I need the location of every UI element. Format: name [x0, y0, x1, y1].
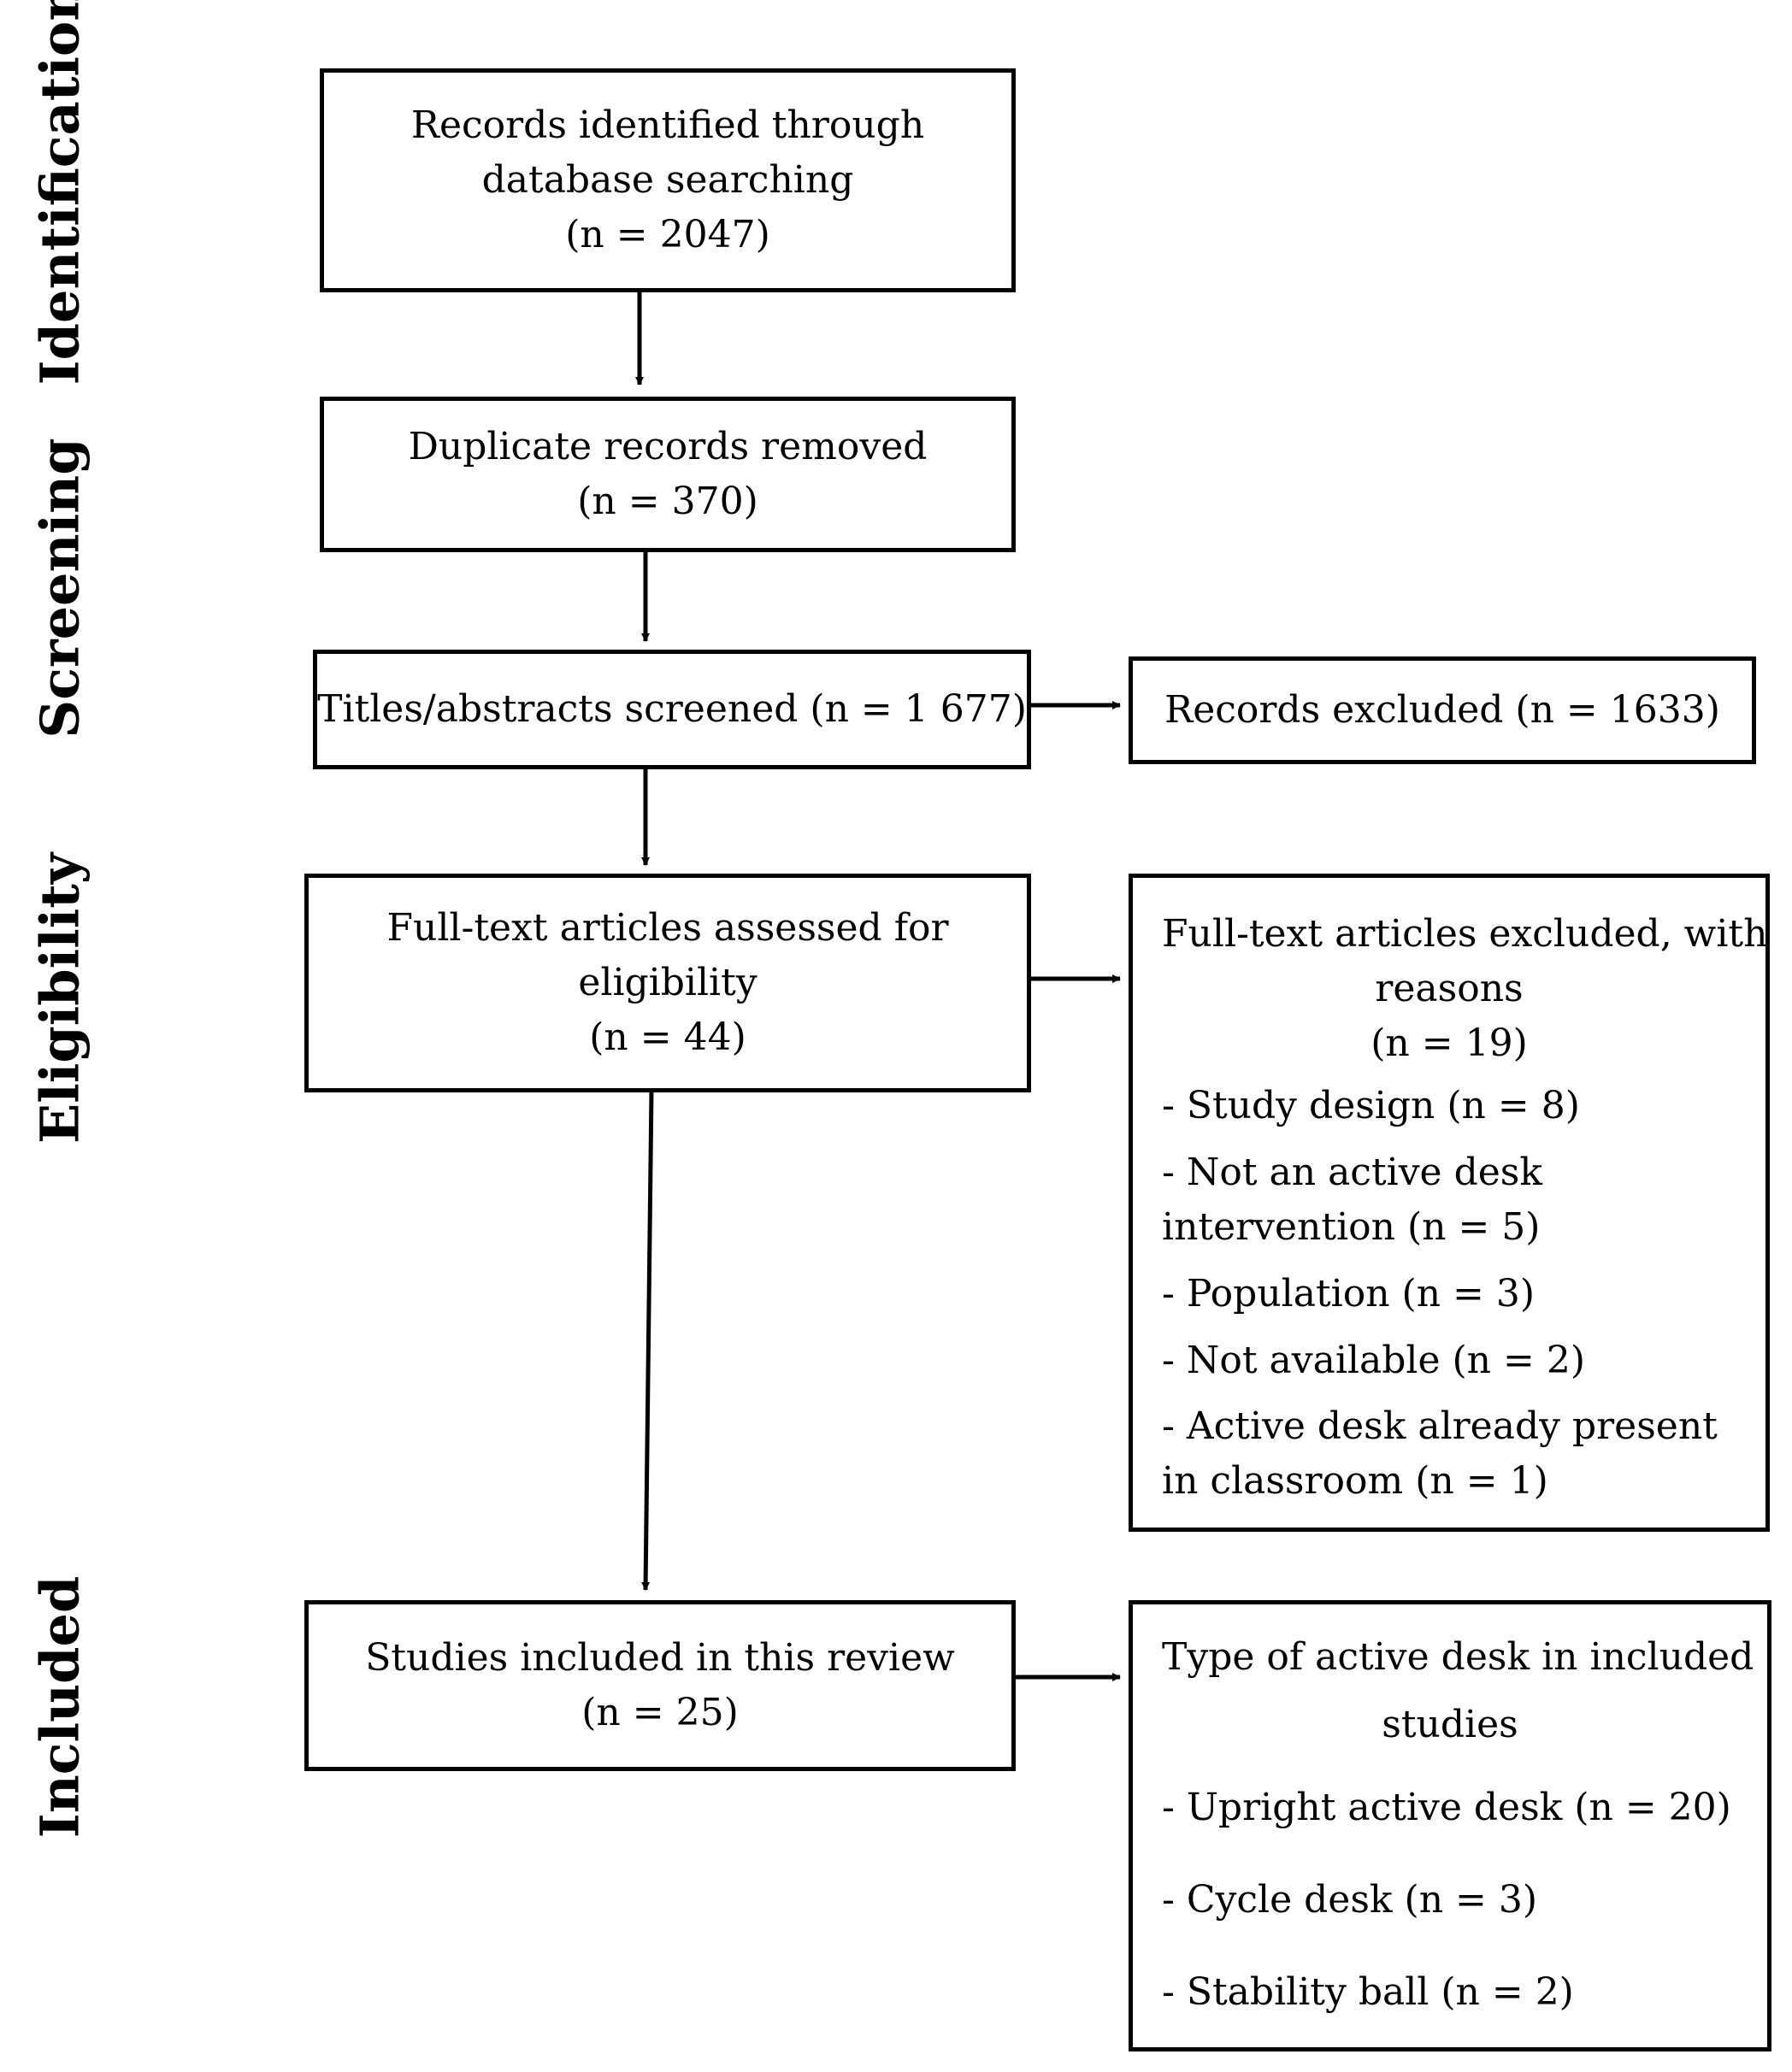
exclusion-reason: - Not an active desk intervention (n = 5… — [1162, 1151, 1543, 1249]
arrow-fulltext-to-included — [641, 1089, 654, 1591]
fulltext-excluded-box: Full-text articles excluded, with reason… — [1129, 874, 1770, 1532]
fulltext-excluded-line2: reasons — [1375, 966, 1524, 1010]
records-identified-count: (n = 2047) — [565, 212, 770, 256]
fulltext-assessed-count: (n = 44) — [589, 1015, 746, 1059]
studies-included-count: (n = 25) — [581, 1691, 739, 1734]
desk-type-item: - Upright active desk (n = 20) — [1162, 1786, 1731, 1830]
fulltext-assessed-box: Full-text articles assessed for eligibil… — [304, 874, 1031, 1092]
desk-types-box: Type of active desk in included studies … — [1129, 1600, 1771, 2051]
records-identified-line1: Records identified through — [410, 103, 925, 148]
exclusion-reason: - Study design (n = 8) — [1162, 1084, 1580, 1128]
records-identified-box: Records identified through database sear… — [320, 68, 1016, 292]
studies-included-line1: Studies included in this review — [365, 1636, 955, 1681]
duplicates-removed-box: Duplicate records removed (n = 370) — [320, 397, 1016, 552]
desk-types-line1: Type of active desk in included — [1162, 1635, 1754, 1679]
records-identified-line2: database searching — [481, 158, 854, 203]
studies-included-box: Studies included in this review (n = 25) — [304, 1600, 1016, 1771]
records-excluded-text: Records excluded (n = 1633) — [1164, 688, 1720, 733]
desk-type-item: - Stability ball (n = 2) — [1162, 1969, 1574, 2014]
fulltext-assessed-line1: Full-text articles assessed for — [386, 906, 949, 951]
records-excluded-box: Records excluded (n = 1633) — [1129, 656, 1756, 764]
fulltext-excluded-line1: Full-text articles excluded, with — [1162, 912, 1768, 956]
desk-type-item: - Cycle desk (n = 3) — [1162, 1878, 1538, 1922]
fulltext-excluded-count: (n = 19) — [1371, 1021, 1528, 1065]
desk-types-line2: studies — [1382, 1703, 1518, 1747]
duplicates-removed-line1: Duplicate records removed — [408, 425, 928, 469]
exclusion-reason: - Active desk already present in classro… — [1162, 1404, 1718, 1504]
fulltext-assessed-line2: eligibility — [578, 961, 757, 1005]
duplicates-removed-count: (n = 370) — [577, 480, 758, 523]
exclusion-reason: - Not available (n = 2) — [1162, 1338, 1585, 1382]
exclusion-reason: - Population (n = 3) — [1162, 1271, 1536, 1316]
screened-text: Titles/abstracts screened (n = 1 677) — [317, 687, 1027, 732]
screened-box: Titles/abstracts screened (n = 1 677) — [313, 650, 1031, 769]
